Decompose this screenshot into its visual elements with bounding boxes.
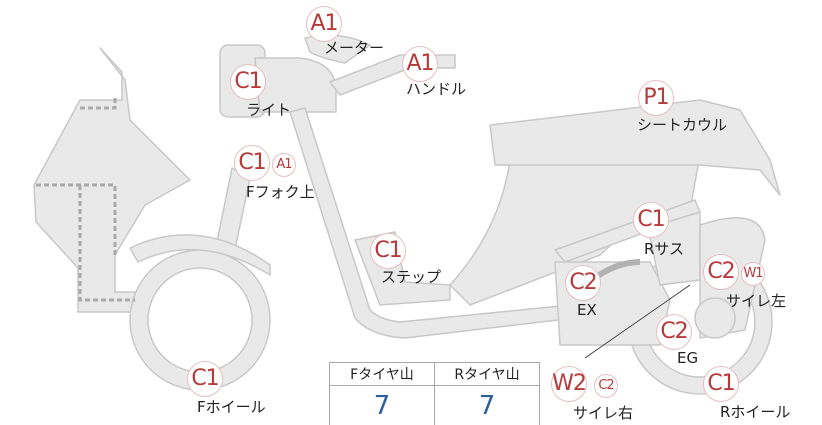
r-sus-label: Rサス: [644, 240, 685, 258]
silencer-l-badge-w1: W1: [741, 262, 765, 286]
r-tire-header: Rタイヤ山: [434, 362, 540, 386]
meter-label: メーター: [324, 39, 385, 57]
meter-badge-a1: A1: [306, 6, 342, 42]
ex-badge-c2: C2: [565, 265, 601, 301]
silencer-r-badge-w2: W2: [551, 366, 587, 402]
light-badge-c1: C1: [230, 64, 266, 100]
eg-label: EG: [677, 349, 699, 367]
f-wheel-badge-c1: C1: [187, 361, 223, 397]
f-wheel-label: Fホイール: [197, 398, 266, 416]
f-tire-header: Fタイヤ山: [329, 362, 435, 386]
f-fork-badge-a1: A1: [272, 153, 296, 177]
handle-badge-a1: A1: [402, 46, 438, 82]
r-wheel-badge-c1: C1: [703, 366, 739, 402]
r-sus-badge-c1: C1: [633, 202, 669, 238]
step-badge-c1: C1: [370, 233, 406, 269]
seat-cowl-label: シートカウル: [637, 116, 728, 134]
tire-tread-table: Fタイヤ山 Rタイヤ山 7 7: [329, 362, 540, 425]
silencer-r-badge-c2: C2: [594, 374, 618, 398]
handle-label: ハンドル: [406, 80, 467, 98]
silencer-r-label: サイレ右: [573, 404, 634, 422]
light-label: ライト: [246, 101, 292, 119]
front-fender: [129, 234, 271, 276]
ex-label: EX: [577, 301, 597, 319]
eg-badge-c2: C2: [656, 314, 692, 350]
step-label: ステップ: [381, 268, 442, 286]
f-tire-value: 7: [329, 385, 435, 425]
head-cover: [254, 57, 337, 113]
seat-cowl-badge-p1: P1: [638, 80, 674, 116]
seat-cowl: [489, 99, 781, 196]
silencer-l-badge-c2: C2: [703, 254, 739, 290]
r-wheel-label: Rホイール: [720, 403, 791, 421]
f-fork-badge-c1: C1: [234, 145, 270, 181]
silencer-l-label: サイレ左: [726, 292, 787, 310]
r-tire-value: 7: [434, 385, 540, 425]
f-fork-label: Fフォク上: [246, 183, 315, 201]
